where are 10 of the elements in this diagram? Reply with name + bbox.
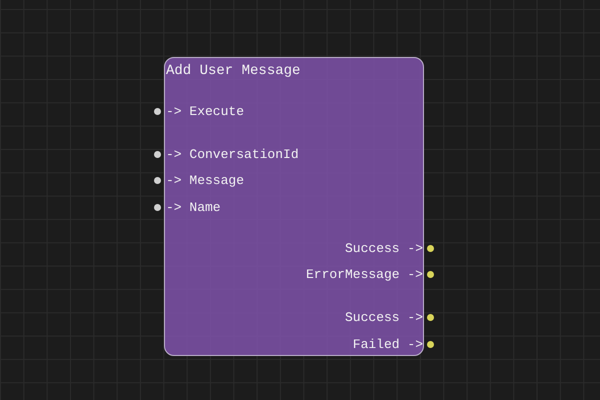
node-title: Add User Message [166, 63, 300, 79]
node-card [164, 57, 424, 356]
output-pin-label: ErrorMessage -> [306, 267, 423, 283]
output-pin-label: Failed -> [352, 337, 423, 353]
output-pin-label: Success -> [344, 310, 423, 326]
input-pin-label: -> ConversationId [166, 147, 299, 163]
input-pin-label: -> Name [166, 200, 221, 216]
input-pin-label: -> Message [166, 173, 244, 189]
output-pin-label: Success -> [344, 241, 423, 257]
input-pin-label: -> Execute [166, 104, 244, 120]
